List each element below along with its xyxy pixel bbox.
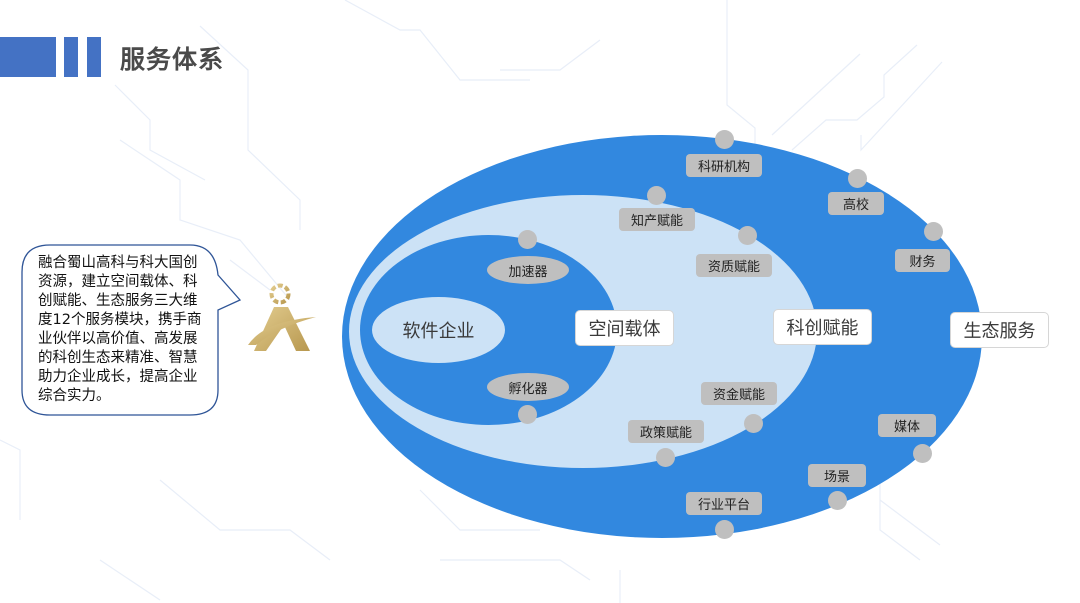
item-policy-empowerment: 政策赋能: [628, 420, 704, 443]
description-text: 融合蜀山高科与科大国创资源，建立空间载体、科创赋能、生态服务三大维度12个服务模…: [38, 255, 202, 404]
item-funding-empowerment: 资金赋能: [701, 382, 777, 405]
node-dot: [715, 520, 734, 539]
node-dot: [647, 186, 666, 205]
node-dot: [518, 405, 537, 424]
item-qualification-empowerment: 资质赋能: [696, 254, 772, 277]
node-dot: [744, 414, 763, 433]
core-ellipse: 软件企业: [372, 297, 505, 363]
header-accent-bar-small-2: [87, 37, 101, 77]
item-ip-empowerment: 知产赋能: [619, 208, 695, 231]
header-accent-bar-large: [0, 37, 56, 77]
node-dot: [715, 130, 734, 149]
node-dot: [828, 491, 847, 510]
item-incubator: 孵化器: [487, 373, 569, 401]
node-dot: [848, 169, 867, 188]
node-dot: [738, 226, 757, 245]
layer-label-innovation: 科创赋能: [773, 309, 872, 345]
core-label: 软件企业: [402, 321, 475, 342]
item-finance: 财务: [895, 249, 950, 272]
gold-a-logo-icon: [248, 283, 316, 351]
item-universities: 高校: [828, 192, 884, 215]
node-dot: [518, 230, 537, 249]
node-dot: [924, 222, 943, 241]
item-industry-platforms: 行业平台: [686, 492, 762, 515]
item-accelerator: 加速器: [487, 256, 569, 284]
page-title: 服务体系: [120, 45, 225, 74]
item-research-institutes: 科研机构: [686, 154, 762, 177]
layer-label-ecosystem: 生态服务: [950, 312, 1049, 348]
header-accent-bar-small-1: [64, 37, 78, 77]
node-dot: [913, 444, 932, 463]
node-dot: [656, 448, 675, 467]
item-media: 媒体: [878, 414, 936, 437]
layer-label-space: 空间载体: [575, 310, 674, 346]
item-scenarios: 场景: [808, 464, 866, 487]
